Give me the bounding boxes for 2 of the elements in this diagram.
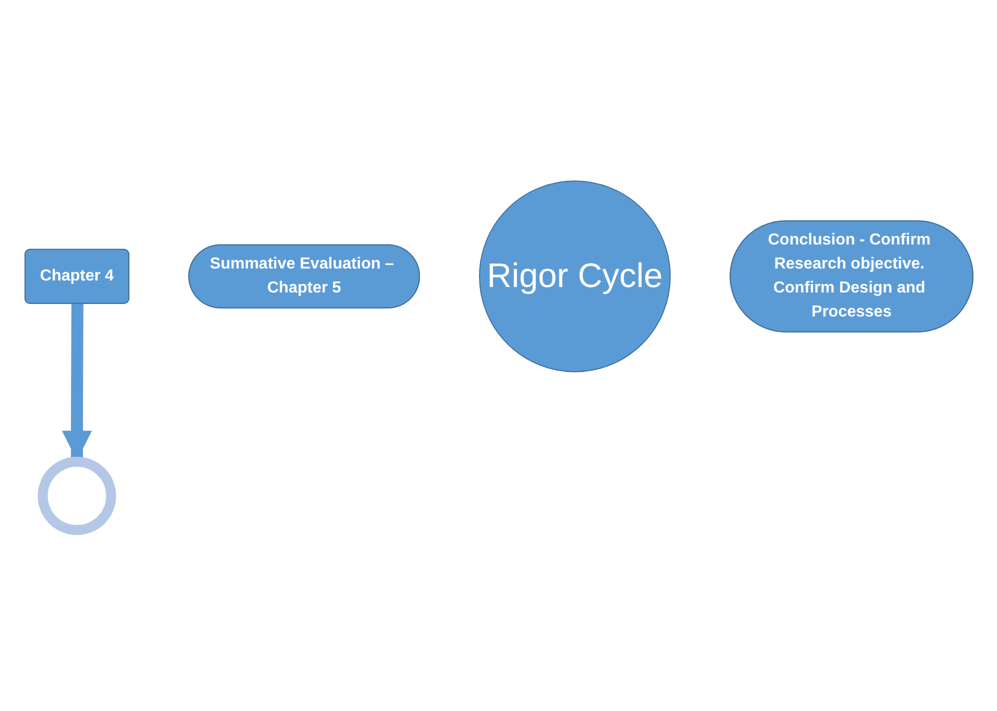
node-circle — [37, 456, 116, 536]
node-circle: Rigor Cycle — [478, 180, 670, 372]
